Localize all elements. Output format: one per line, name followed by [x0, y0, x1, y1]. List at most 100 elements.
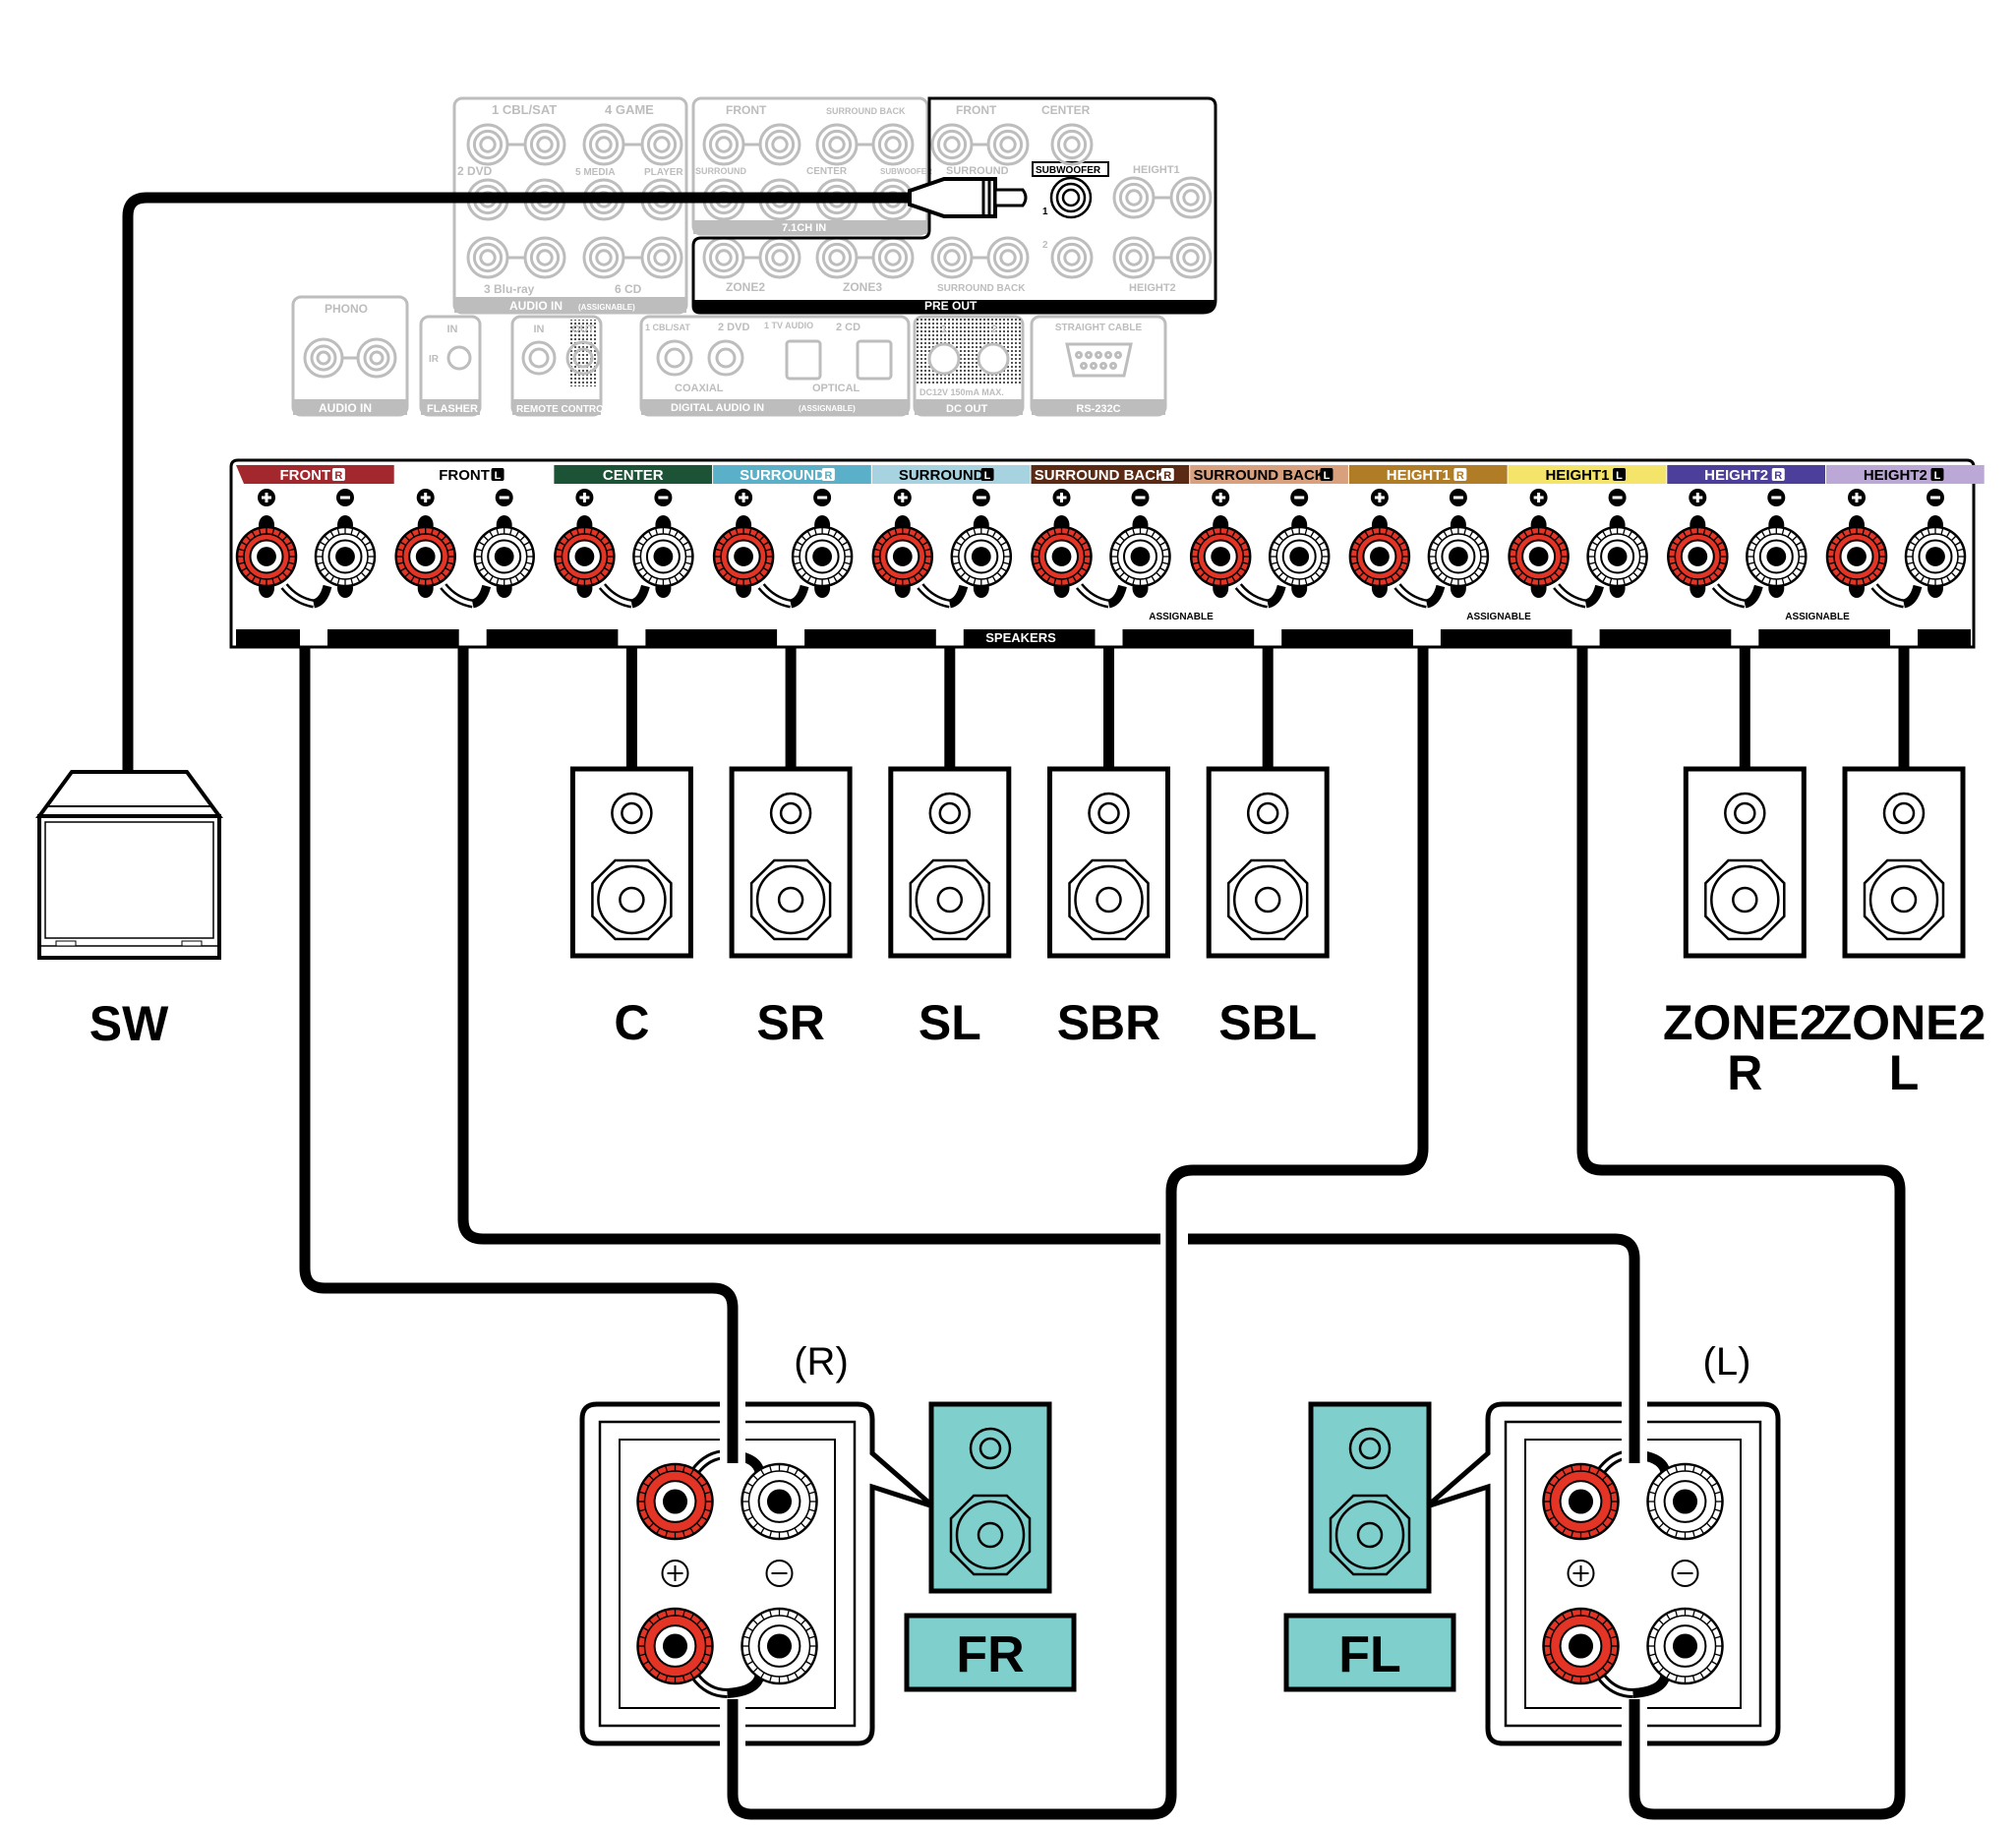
plus-icon — [1370, 489, 1389, 506]
minus-icon — [336, 489, 354, 506]
terminal-pair — [235, 489, 377, 609]
speaker-c: C — [569, 766, 693, 1050]
channel-side-letter: R — [334, 470, 342, 482]
plus-terminal[interactable] — [1825, 515, 1888, 598]
minus-terminal-upper[interactable] — [1646, 1462, 1724, 1541]
minus-terminal[interactable] — [632, 515, 694, 598]
pre-out-label-center: CENTER — [1041, 103, 1091, 117]
channel-label-text: FRONT — [439, 467, 490, 484]
subwoofer-cable — [122, 192, 919, 772]
plus-terminal[interactable] — [554, 515, 616, 598]
pre-out-label-subwoofer: SUBWOOFER — [1036, 165, 1101, 176]
minus-terminal[interactable] — [1746, 515, 1808, 598]
phono-jacks — [303, 337, 397, 379]
speaker-sbl-label: SBL — [1218, 995, 1317, 1050]
minus-terminal-lower[interactable] — [741, 1607, 818, 1685]
remote-control-block: IN OUT REMOTE CONTROL — [510, 315, 610, 417]
speaker-icon — [1206, 766, 1330, 959]
rs232c-block: STRAIGHT CABLE RS-232C — [1030, 315, 1167, 417]
ch71-label-subwoofer: SUBWOOFER — [880, 167, 932, 176]
minus-icon — [1290, 489, 1309, 506]
channel-label-text: HEIGHT1 — [1387, 467, 1451, 484]
minus-symbol-icon — [1671, 1560, 1699, 1587]
terminal-pair — [394, 489, 535, 609]
channel-side-letter: R — [1163, 470, 1171, 482]
minus-terminal[interactable] — [1268, 515, 1331, 598]
pre-out-label-surround: SURROUND — [946, 165, 1009, 177]
speaker-icon — [1842, 766, 1966, 959]
channel-side-badge — [1613, 468, 1627, 481]
plus-icon — [1689, 489, 1707, 506]
plus-terminal-upper[interactable] — [1542, 1462, 1620, 1541]
remote-in-label: IN — [534, 324, 545, 335]
minus-terminal[interactable] — [314, 515, 377, 598]
minus-terminal[interactable] — [473, 515, 535, 598]
minus-icon — [654, 489, 673, 506]
speaker-terminal-plate — [579, 1401, 935, 1746]
plus-terminal[interactable] — [1189, 515, 1252, 598]
bi-amp-front-left: (L) FL — [1283, 1340, 1781, 1746]
minus-terminal-lower[interactable] — [1646, 1607, 1724, 1685]
plus-terminal[interactable] — [712, 515, 775, 598]
plus-terminal[interactable] — [1031, 515, 1093, 598]
minus-icon — [1449, 489, 1467, 506]
zone3-label: ZONE3 — [843, 280, 882, 294]
subwoofer-port-1-label: 1 — [1042, 206, 1048, 217]
audio-in-block: 1 CBL/SAT 4 GAME 2 DVD 5 MEDIA PLAYER 3 … — [452, 96, 688, 315]
plus-terminal[interactable] — [1667, 515, 1729, 598]
speaker-sbr: SBR — [1047, 766, 1170, 1050]
minus-terminal[interactable] — [1904, 515, 1967, 598]
plus-terminal-upper[interactable] — [636, 1462, 714, 1541]
plus-terminal-lower[interactable] — [1542, 1607, 1620, 1685]
channel-side-letter: R — [1456, 470, 1464, 482]
speaker-icon — [729, 766, 853, 959]
minus-terminal-upper[interactable] — [741, 1462, 818, 1541]
channel-side-letter: L — [1324, 470, 1331, 482]
plus-terminal[interactable] — [235, 515, 298, 598]
digital-optical-1-label: 1 TV AUDIO — [764, 321, 813, 330]
speaker-zone2r-label-side: R — [1727, 1045, 1762, 1100]
plus-terminal[interactable] — [1508, 515, 1570, 598]
ch71-label-surround-back: SURROUND BACK — [826, 106, 906, 116]
plus-icon — [1529, 489, 1548, 506]
minus-terminal[interactable] — [1109, 515, 1171, 598]
bi-amp-front-right: (R) FR — [579, 1340, 1077, 1746]
zone2-label: ZONE2 — [726, 280, 765, 294]
height1-l-plus-cable — [1576, 600, 1906, 1820]
plus-terminal[interactable] — [394, 515, 456, 598]
front-right-label-box — [904, 1613, 1077, 1692]
channel-label-text: HEIGHT1 — [1545, 467, 1609, 484]
subwoofer-pre-out-jack[interactable] — [1049, 176, 1093, 219]
minus-terminal[interactable] — [1427, 515, 1490, 598]
plus-terminal[interactable] — [1348, 515, 1411, 598]
speaker-icon — [888, 766, 1012, 959]
remote-title: REMOTE CONTROL — [516, 404, 610, 415]
plate-cable-passthrough — [720, 1357, 1647, 1770]
minus-terminal[interactable] — [791, 515, 854, 598]
pre-out-label-height2: HEIGHT2 — [1129, 282, 1176, 294]
dc-out-rating: DC12V 150mA MAX. — [919, 387, 1004, 397]
minus-icon — [972, 489, 990, 506]
audio-in-label-media: 5 MEDIA — [575, 167, 616, 178]
plus-terminal[interactable] — [871, 515, 934, 598]
minus-terminal[interactable] — [1586, 515, 1648, 598]
minus-terminal[interactable] — [950, 515, 1013, 598]
dc-out-block: 1 2 DC12V 150mA MAX. DC OUT — [913, 315, 1025, 417]
minus-icon — [1131, 489, 1150, 506]
plus-terminal-lower[interactable] — [636, 1607, 714, 1685]
plus-icon — [1848, 489, 1866, 506]
pre-out-title: PRE OUT — [924, 299, 978, 313]
bi-amp-left-side-label: (L) — [1703, 1340, 1751, 1384]
digital-optical-2-label: 2 CD — [836, 322, 860, 333]
speaker-icon — [1683, 766, 1807, 959]
dc-out-port-2-label: 2 — [991, 324, 997, 335]
height1-r-plus-cable — [727, 600, 1429, 1820]
channel-label-text: HEIGHT2 — [1704, 467, 1768, 484]
rs232c-cable-label: STRAIGHT CABLE — [1055, 323, 1143, 333]
